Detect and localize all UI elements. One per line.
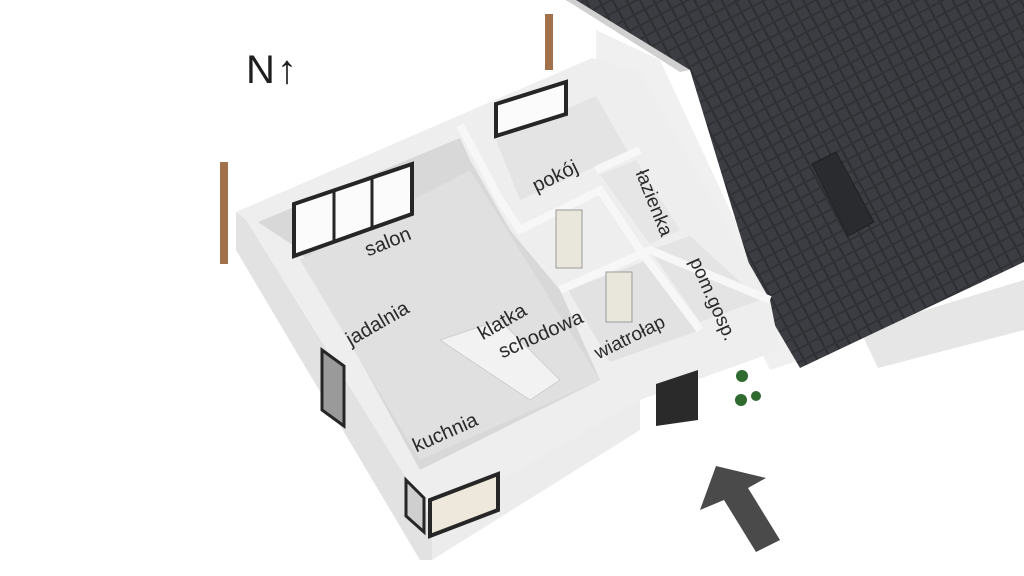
room-lazienka-floor [600, 160, 680, 244]
plant [751, 391, 761, 401]
post-west [220, 162, 228, 264]
door-pokoj [555, 209, 583, 269]
entrance-arrow-icon [700, 466, 780, 552]
inner-wall-2 [558, 245, 772, 304]
window-salon [292, 161, 414, 259]
window-kitchen [428, 471, 500, 539]
entrance-door [656, 370, 698, 426]
post-north [545, 14, 553, 70]
compass: N↑ [246, 48, 299, 93]
roof [566, 0, 1024, 368]
roof-window [811, 151, 875, 237]
door-wiatrolap [605, 271, 633, 323]
outer-wall-south [432, 400, 640, 560]
plant [736, 370, 748, 382]
roof-edge [566, 0, 690, 72]
window-west [320, 347, 346, 429]
plant [735, 394, 747, 406]
compass-letter: N [246, 48, 277, 92]
inner-wall-3 [594, 146, 642, 174]
stairs [438, 319, 561, 401]
window-pokoj [494, 79, 568, 139]
north-arrow-icon: ↑ [276, 48, 299, 92]
annex-wall [860, 280, 1024, 368]
window-kitchen-side [404, 476, 426, 536]
room-pokoj-floor [496, 96, 628, 200]
room-wiatrolap-floor [568, 260, 700, 362]
